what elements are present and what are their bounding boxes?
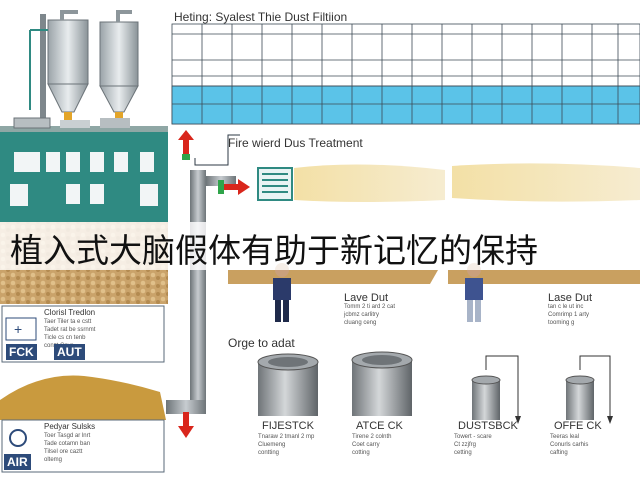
aut-badge: AUT [54,344,85,360]
tank-label: FIJESTCK [262,420,314,432]
silo-right [99,10,139,122]
treatment-title: Fire wierd Dus Treatment [228,136,363,150]
left-panel-title: Pedyar Sulsks [44,422,96,431]
arrow-down-red [178,412,194,438]
tank-3 [471,355,521,424]
dust-plume-1 [294,164,445,202]
tank-label: ATCE CK [356,420,403,432]
tank-4 [565,355,613,424]
section2-title: Orge to adat [228,336,295,350]
arrow-up-red [178,130,194,160]
factory-building [0,117,168,222]
grid-table [171,23,640,125]
person-caption: Lave Dut [344,292,389,304]
tank-label: OFFE CK [554,420,602,432]
air-badge: AIR [4,454,31,470]
svg-text:+: + [14,321,22,337]
tank-label: DUSTSBCK [458,420,518,432]
arrow-right-red [218,179,250,195]
person-caption: Lase Dut [548,292,593,304]
dust-plume-2 [452,163,640,202]
dirt-mound [0,375,166,420]
filter-unit [257,167,293,201]
tank-2 [351,351,413,416]
tank-1 [257,353,319,416]
caption-text: 植入式大脑假体有助于新记忆的保持 [10,231,538,270]
caption-overlay [0,222,640,270]
ground-strip-1 [228,270,438,284]
header-title: Heting: Syalest Thie Dust Filtiion [174,10,348,24]
silo-left [40,10,89,124]
fck-badge: FCK [6,344,37,360]
left-panel-title: Clorisl Tredlon [44,308,96,317]
main-pipe [190,170,206,410]
ground-strip-2 [448,270,640,284]
